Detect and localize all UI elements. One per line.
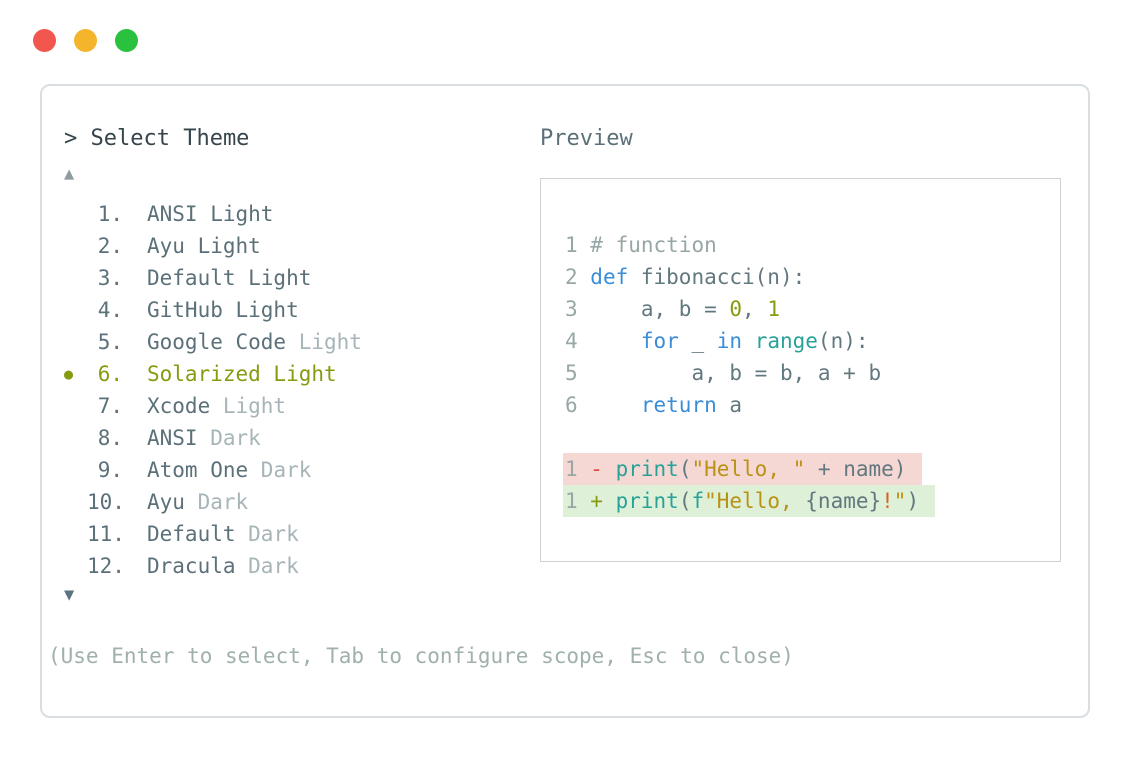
marker-spacer (64, 557, 87, 575)
marker-spacer (64, 205, 87, 223)
theme-item-label: Xcode Light (147, 394, 287, 418)
code-line: 1 - print("Hello, " + name) (563, 453, 935, 485)
theme-item-label: Solarized Light (147, 362, 337, 386)
theme-item-number: 12. (87, 554, 125, 578)
code-line: 6 return a (565, 393, 743, 417)
theme-item-label: Ayu Dark (147, 490, 249, 514)
scroll-down-icon[interactable]: ▼ (64, 585, 75, 605)
code-line (565, 421, 935, 453)
theme-item-label-suffix: Dark (184, 490, 249, 514)
preview-pane: 1 # function 2 def fibonacci(n): 3 a, b = … (540, 178, 1061, 562)
theme-list-item[interactable]: 12. Dracula Dark (64, 550, 362, 582)
picker-title: > Select Theme (64, 126, 250, 151)
theme-item-label: GitHub Light (147, 298, 299, 322)
marker-spacer (64, 429, 87, 447)
theme-item-number: 3. (97, 266, 123, 290)
code-line: 4 for _ in range(n): (565, 329, 869, 353)
theme-item-number: 9. (97, 458, 123, 482)
theme-item-label-suffix: Dark (197, 426, 261, 450)
theme-item-label: ANSI Light (147, 202, 274, 226)
code-line: 3 a, b = 0, 1 (565, 297, 780, 321)
theme-item-number: 2. (97, 234, 123, 258)
marker-spacer (64, 461, 87, 479)
theme-item-label: Dracula Dark (147, 554, 299, 578)
theme-list-item[interactable]: 10. Ayu Dark (64, 486, 362, 518)
marker-spacer (64, 269, 87, 287)
theme-item-label: Default Dark (147, 522, 299, 546)
theme-item-label-suffix: Dark (248, 458, 312, 482)
code-line: 1 # function (565, 233, 717, 257)
diff-added-line: 1 + print(f"Hello, {name}!") (563, 485, 936, 517)
code-line: 1 + print(f"Hello, {name}!") (563, 485, 936, 517)
marker-spacer (64, 525, 87, 543)
marker-spacer (64, 237, 87, 255)
theme-list-item[interactable]: 9. Atom One Dark (64, 454, 362, 486)
theme-item-number: 7. (97, 394, 123, 418)
scroll-up-icon[interactable]: ▲ (64, 164, 75, 184)
theme-list-item[interactable]: 5. Google Code Light (64, 326, 362, 358)
code-line: 5 a, b = b, a + b (565, 361, 882, 385)
theme-picker-panel: > Select Theme Preview ▲ 1. ANSI Light 2.… (40, 84, 1090, 718)
theme-item-number: 10. (87, 490, 125, 514)
theme-list-item[interactable]: 1. ANSI Light (64, 198, 362, 230)
preview-label: Preview (540, 126, 633, 151)
theme-item-number: 11. (87, 522, 125, 546)
theme-item-number: 4. (97, 298, 123, 322)
theme-item-label: Ayu Light (147, 234, 261, 258)
theme-list-item[interactable]: 11. Default Dark (64, 518, 362, 550)
theme-item-label-suffix: Dark (235, 522, 299, 546)
theme-item-number: 5. (97, 330, 123, 354)
marker-spacer (64, 301, 87, 319)
close-button[interactable] (33, 29, 56, 52)
marker-spacer (64, 333, 87, 351)
code-line: 2 def fibonacci(n): (565, 265, 806, 289)
theme-list-item[interactable]: 2. Ayu Light (64, 230, 362, 262)
code-block: 1 # function 2 def fibonacci(n): 3 a, b = … (563, 229, 936, 517)
keyboard-hint: (Use Enter to select, Tab to configure s… (48, 644, 794, 668)
theme-item-number: 6. (97, 362, 123, 386)
theme-item-number: 1. (97, 202, 123, 226)
theme-list-item[interactable]: ● 6. Solarized Light (64, 358, 362, 390)
theme-list-item[interactable]: 7. Xcode Light (64, 390, 362, 422)
theme-item-number: 8. (97, 426, 123, 450)
theme-item-label-suffix: Light (210, 394, 287, 418)
window-controls (33, 29, 138, 52)
theme-list-item[interactable]: 8. ANSI Dark (64, 422, 362, 454)
theme-item-label: Atom One Dark (147, 458, 312, 482)
theme-list-item[interactable]: 3. Default Light (64, 262, 362, 294)
theme-item-label: ANSI Dark (147, 426, 261, 450)
minimize-button[interactable] (74, 29, 97, 52)
zoom-button[interactable] (115, 29, 138, 52)
diff-removed-line: 1 - print("Hello, " + name) (563, 453, 923, 485)
marker-spacer (64, 397, 87, 415)
theme-item-label: Google Code Light (147, 330, 362, 354)
theme-item-label-suffix: Light (286, 330, 362, 354)
selected-bullet-icon: ● (64, 365, 74, 383)
theme-item-label-suffix: Dark (235, 554, 299, 578)
marker-spacer (64, 493, 87, 511)
theme-list-item[interactable]: 4. GitHub Light (64, 294, 362, 326)
theme-item-label: Default Light (147, 266, 312, 290)
theme-list: 1. ANSI Light 2. Ayu Light 3. Default Light… (64, 198, 362, 582)
